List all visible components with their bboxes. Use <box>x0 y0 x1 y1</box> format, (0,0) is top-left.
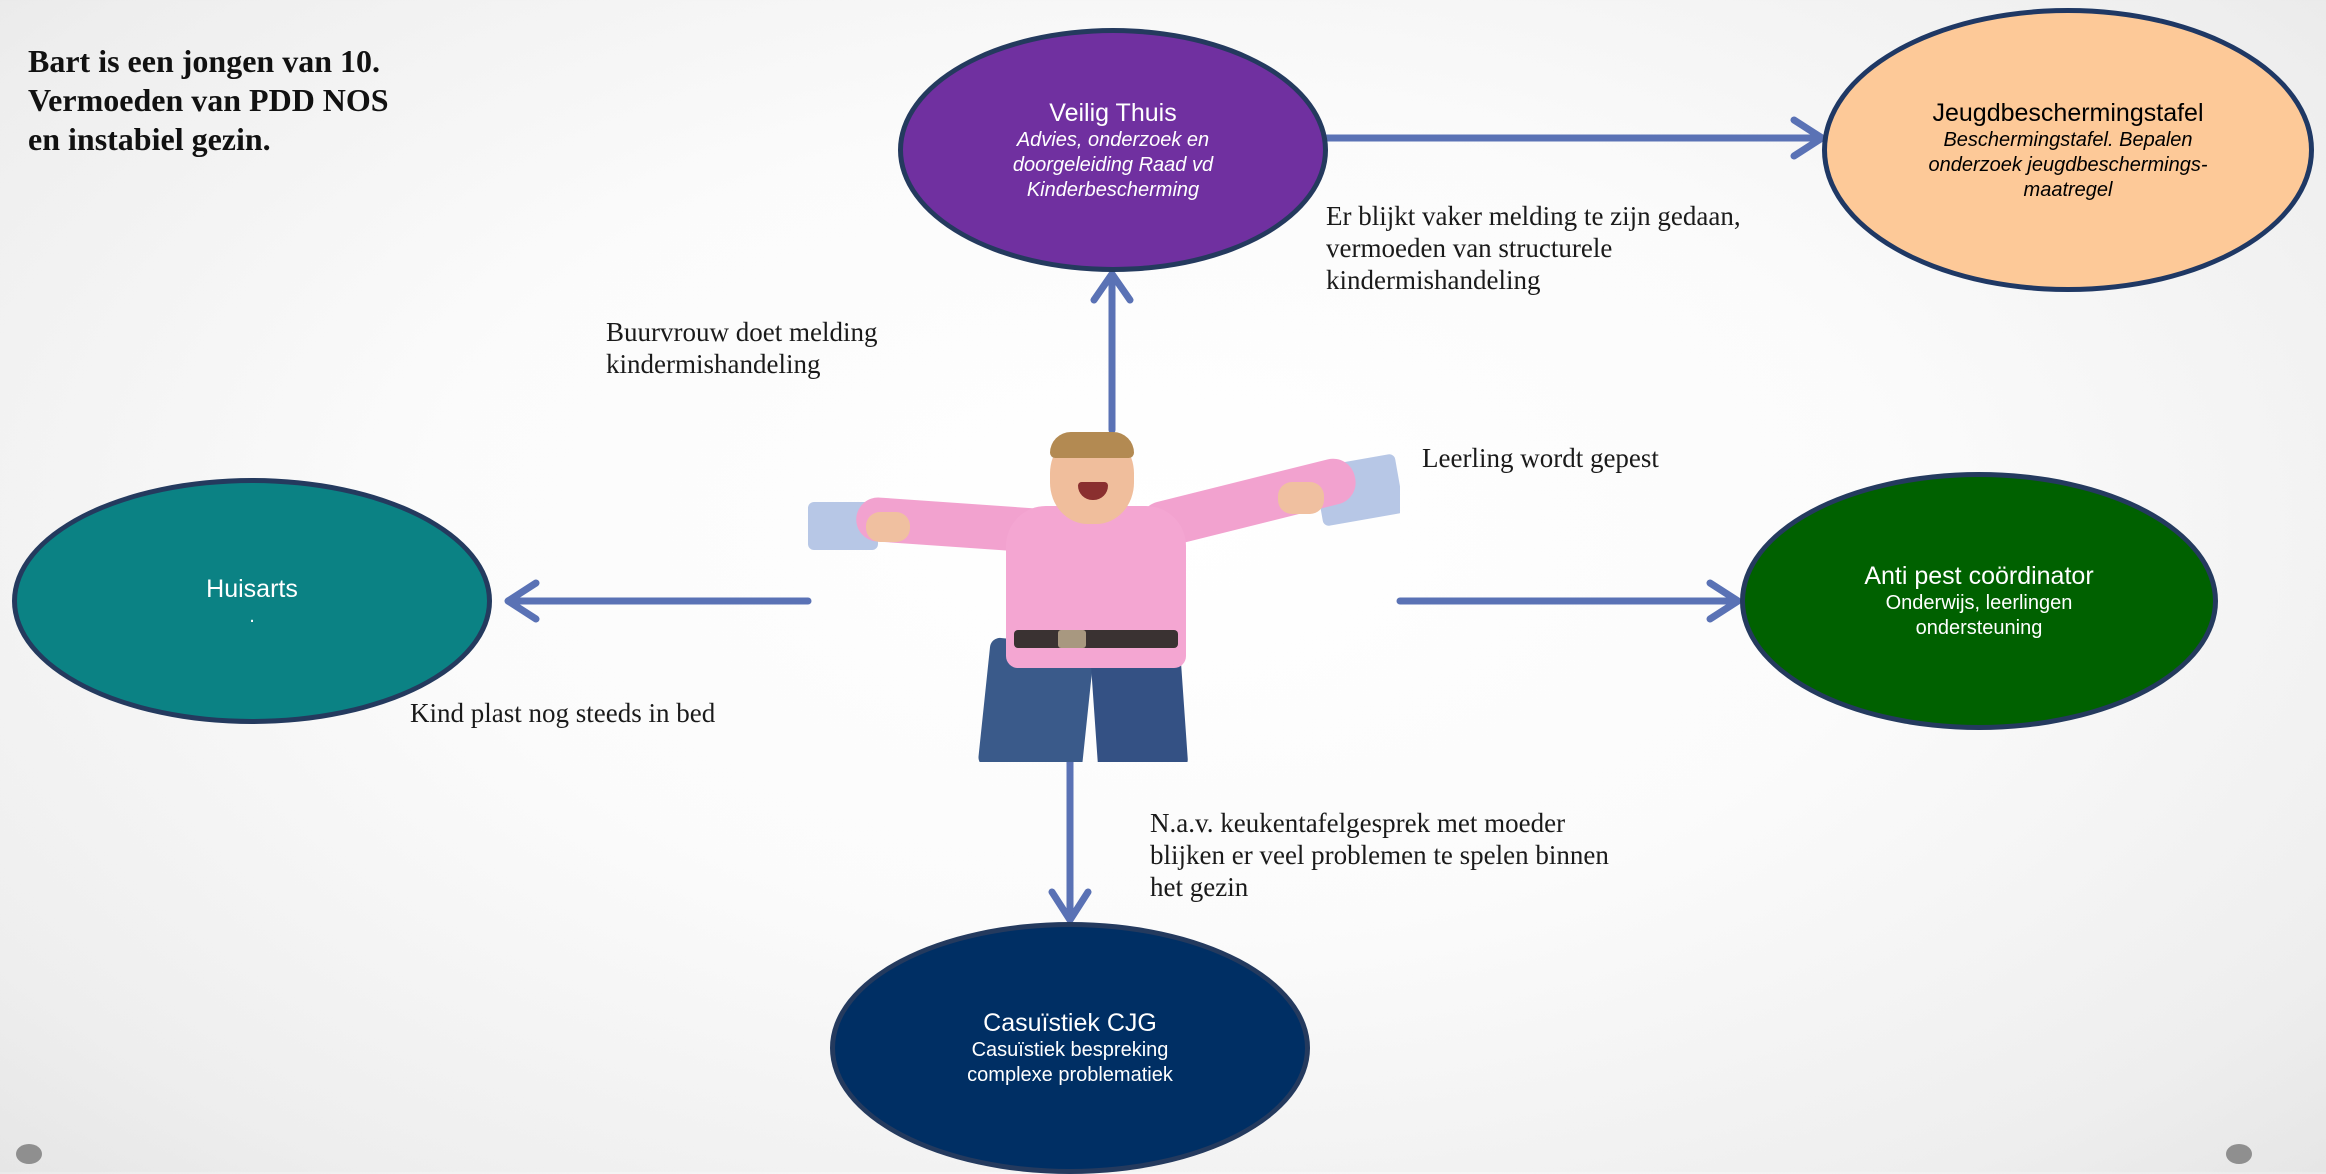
node-subtitle: Casuïstiek bespreking complexe problemat… <box>967 1038 1173 1088</box>
node-casuistiek-cjg: Casuïstiek CJG Casuïstiek bespreking com… <box>830 922 1310 1174</box>
child-hair <box>1050 432 1134 458</box>
child-being-pulled-image <box>808 432 1400 762</box>
node-title: Jeugdbeschermingstafel <box>1932 98 2204 127</box>
caption-keukentafel: N.a.v. keukentafelgesprek met moeder bli… <box>1150 807 1609 903</box>
node-title: Huisarts <box>206 574 298 603</box>
caption-line: vermoeden van structurele <box>1326 233 1613 263</box>
caption-bedplassen: Kind plast nog steeds in bed <box>410 697 715 729</box>
node-title: Anti pest coördinator <box>1864 562 2094 590</box>
caption-buurvrouw: Buurvrouw doet melding kindermishandelin… <box>606 316 877 380</box>
slide-title: Bart is een jongen van 10. Vermoeden van… <box>28 42 488 159</box>
node-subtitle-line: doorgeleiding Raad vd <box>1012 153 1214 176</box>
arrow-head-right <box>1706 579 1742 623</box>
arrow-head-left <box>504 579 540 623</box>
node-subtitle-line: Advies, onderzoek en <box>1016 128 1210 151</box>
arrow-head-up <box>1090 270 1134 304</box>
node-subtitle: Beschermingstafel. Bepalen onderzoek jeu… <box>1928 128 2207 203</box>
child-belt <box>1014 630 1178 648</box>
node-subtitle-line: Onderwijs, leerlingen <box>1885 592 2073 614</box>
caption-line: Er blijkt vaker melding te zijn gedaan, <box>1326 201 1741 231</box>
caption-line: N.a.v. keukentafelgesprek met moeder <box>1150 808 1566 838</box>
slide-nav-left-icon[interactable] <box>16 1144 42 1164</box>
caption-line: kindermishandeling <box>606 349 821 379</box>
child-mouth <box>1078 482 1108 500</box>
title-line: Bart is een jongen van 10. <box>28 43 380 79</box>
node-anti-pest-coordinator: Anti pest coördinator Onderwijs, leerlin… <box>1740 472 2218 730</box>
node-subtitle-line: maatregel <box>2023 178 2113 201</box>
node-veilig-thuis: Veilig Thuis Advies, onderzoek en doorge… <box>898 28 1328 272</box>
slide-nav-right-icon[interactable] <box>2226 1144 2252 1164</box>
node-jeugdbeschermingstafel: Jeugdbeschermingstafel Beschermingstafel… <box>1822 8 2314 292</box>
node-subtitle: Advies, onderzoek en doorgeleiding Raad … <box>1013 128 1213 203</box>
node-subtitle-line: . <box>249 604 255 627</box>
node-subtitle-line: Beschermingstafel. Bepalen <box>1943 128 2193 151</box>
hand <box>866 512 910 542</box>
node-subtitle-line: complexe problematiek <box>967 1064 1173 1086</box>
node-huisarts: Huisarts . <box>12 478 492 724</box>
caption-line: het gezin <box>1150 872 1249 902</box>
caption-vaker-melding: Er blijkt vaker melding te zijn gedaan, … <box>1326 200 1741 296</box>
node-title: Veilig Thuis <box>1049 98 1177 127</box>
node-subtitle: Onderwijs, leerlingen ondersteuning <box>1886 591 2073 641</box>
node-subtitle-line: ondersteuning <box>1915 617 2043 639</box>
node-subtitle-line: Kinderbescherming <box>1026 178 1200 201</box>
arrow-head-down <box>1048 888 1092 924</box>
caption-line: blijken er veel problemen te spelen binn… <box>1150 840 1609 870</box>
node-subtitle-line: onderzoek jeugdbeschermings- <box>1928 153 2208 176</box>
caption-line: kindermishandeling <box>1326 265 1541 295</box>
node-subtitle-line: Casuïstiek bespreking <box>971 1039 1169 1061</box>
title-line: en instabiel gezin. <box>28 121 271 157</box>
node-subtitle: . <box>249 604 255 629</box>
node-title: Casuïstiek CJG <box>983 1009 1157 1037</box>
caption-gepest: Leerling wordt gepest <box>1422 442 1659 474</box>
hand <box>1278 482 1324 514</box>
caption-line: Leerling wordt gepest <box>1422 443 1659 473</box>
caption-line: Buurvrouw doet melding <box>606 317 878 347</box>
belt-buckle <box>1058 630 1086 648</box>
caption-line: Kind plast nog steeds in bed <box>410 698 716 728</box>
title-line: Vermoeden van PDD NOS <box>28 82 389 118</box>
